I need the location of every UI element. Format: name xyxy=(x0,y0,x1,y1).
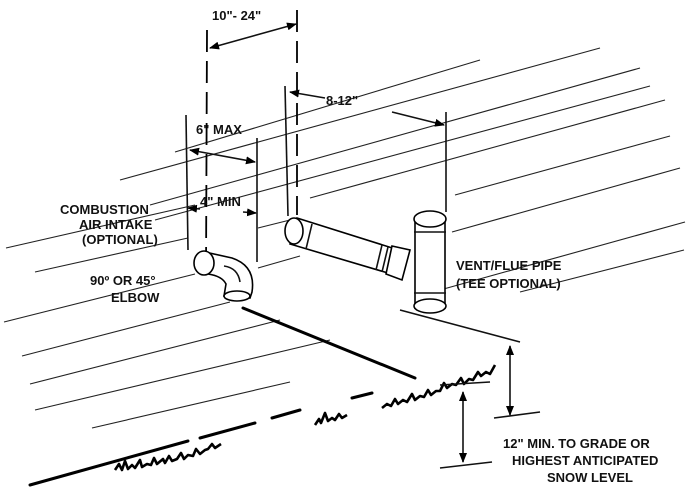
label-dim-10-24: 10"- 24" xyxy=(212,8,261,23)
label-elbow-line1: 90º OR 45° xyxy=(90,273,156,288)
vent-tee xyxy=(413,210,447,314)
snow-level-line xyxy=(113,364,497,472)
centerlines xyxy=(205,10,298,276)
label-elbow-line2: ELBOW xyxy=(111,290,160,305)
label-dim-8-12: 8-12" xyxy=(326,93,358,108)
label-dim-6-max: 6" MAX xyxy=(196,122,242,137)
dimension-arrows xyxy=(187,22,514,463)
extension-lines xyxy=(185,85,541,469)
vent-pipe-run xyxy=(284,216,411,282)
label-grade-line1: 12" MIN. TO GRADE OR xyxy=(503,436,650,451)
wall-siding-lines xyxy=(3,47,686,429)
label-intake-line2: AIR INTAKE xyxy=(79,217,153,232)
diagram-labels: 10"- 24" 8-12" 6" MAX 4" MIN COMBUSTION … xyxy=(60,8,658,485)
air-intake-elbow xyxy=(193,250,254,302)
label-grade-line2: HIGHEST ANTICIPATED xyxy=(512,453,658,468)
label-dim-4-min: 4" MIN xyxy=(200,194,241,209)
label-intake-line3: (OPTIONAL) xyxy=(82,232,158,247)
label-vent-line1: VENT/FLUE PIPE xyxy=(456,258,562,273)
label-intake-line1: COMBUSTION xyxy=(60,202,149,217)
ground-line xyxy=(28,306,417,487)
label-grade-line3: SNOW LEVEL xyxy=(547,470,633,485)
label-vent-line2: (TEE OPTIONAL) xyxy=(456,276,561,291)
